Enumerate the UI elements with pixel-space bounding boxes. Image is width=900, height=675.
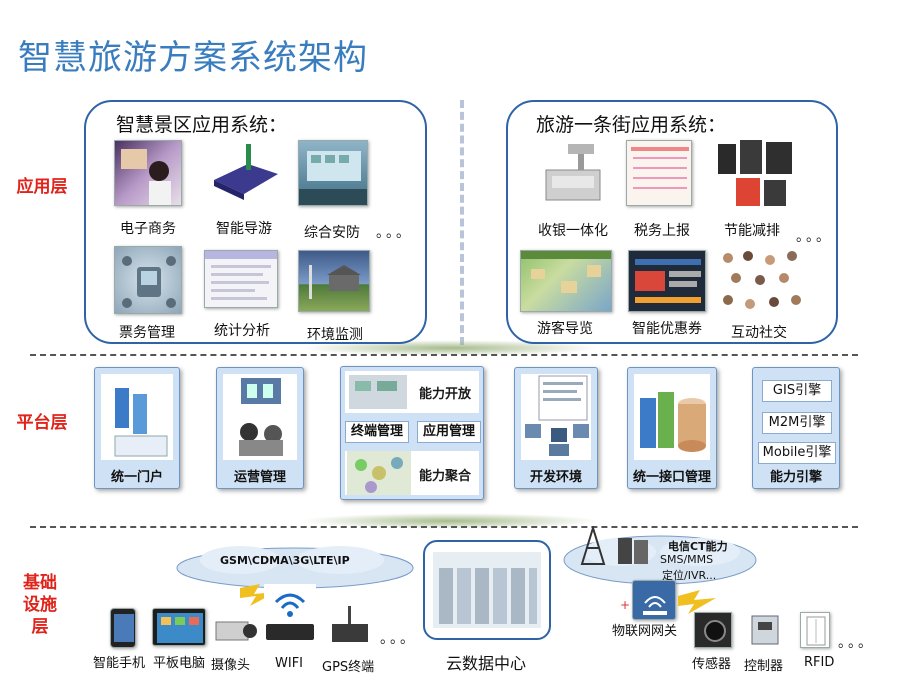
scenic-item-environment: 环境监测	[307, 327, 363, 343]
network-cloud-icon	[176, 546, 414, 589]
statistics-image	[204, 250, 278, 308]
scenic-item-security: 综合安防	[304, 225, 360, 241]
street-item-energy-saving: 节能减排	[724, 223, 780, 239]
datacenter-box	[423, 540, 551, 640]
street-item-social: 互动社交	[731, 325, 787, 341]
layer-separator-top	[30, 354, 858, 356]
network-cloud-label: GSM\CDMA\3G\LTE\IP	[220, 554, 350, 567]
street-item-visitor-guide: 游客导览	[537, 321, 593, 337]
ticketing-image	[114, 246, 182, 314]
street-ellipsis-1: 。。。	[796, 229, 833, 245]
street-panel-title: 旅游一条街应用系统：	[536, 114, 727, 136]
energy-saving-image	[716, 138, 796, 208]
sensor-label-controller: 控制器	[744, 659, 784, 674]
capability-open-label: 能力开放	[418, 387, 471, 402]
street-item-coupon: 智能优惠券	[632, 321, 702, 337]
layer-glow-bottom	[300, 513, 600, 529]
tablet-icon	[152, 608, 206, 646]
layer-glow-top	[300, 340, 600, 356]
device-label-wifi: WIFI	[275, 656, 303, 671]
cell-tower-icon	[580, 526, 606, 565]
layer-label-infra-line2: 设施	[23, 595, 57, 615]
vertical-divider	[460, 100, 464, 345]
datacenter-label: 云数据中心	[446, 654, 527, 673]
camera-icon	[212, 616, 260, 646]
plus-icon: +	[620, 598, 631, 612]
platform-engine-label: 能力引擎	[769, 470, 822, 485]
platform-operations-box: 运营管理	[216, 367, 304, 489]
capability-aggregate-label: 能力聚合	[418, 469, 471, 484]
device-label-smartphone: 智能手机	[93, 656, 146, 671]
street-item-cashier: 收银一体化	[538, 223, 608, 239]
lightning-icon	[240, 584, 276, 606]
page-title: 智慧旅游方案系统架构	[18, 38, 368, 78]
interface-illustration	[634, 374, 710, 460]
device-label-gps: GPS终端	[322, 660, 375, 675]
terminal-mgmt-button: 终端管理	[345, 421, 409, 443]
scenic-item-ecommerce: 电子商务	[120, 221, 176, 237]
telecom-line2: 定位/IVR...	[662, 569, 717, 582]
tax-report-image	[626, 140, 692, 206]
device-label-tablet: 平板电脑	[153, 656, 206, 671]
scenic-item-ticketing: 票务管理	[119, 325, 175, 341]
cashier-image	[538, 140, 608, 206]
dev-illustration	[521, 374, 591, 460]
iot-gateway-icon	[632, 580, 676, 620]
portal-illustration	[101, 374, 173, 460]
sensor-label-rfid: RFID	[804, 655, 835, 670]
lightning-icon-right	[678, 590, 716, 614]
gis-engine-button: GIS引擎	[762, 380, 832, 402]
rfid-icon	[800, 612, 830, 648]
layer-separator-bottom	[30, 526, 858, 528]
smartphone-icon	[110, 608, 136, 648]
app-mgmt-button: 应用管理	[417, 421, 481, 443]
layer-label-infra-line3: 层	[31, 617, 49, 637]
visitor-guide-image	[520, 250, 612, 312]
platform-dev-box: 开发环境	[514, 367, 598, 489]
scenic-item-smart-guide: 智能导游	[216, 221, 272, 237]
platform-engine-box: GIS引擎 M2M引擎 Mobile引擎 能力引擎	[752, 367, 840, 489]
platform-capability-box: 能力开放 终端管理 应用管理 能力聚合	[340, 366, 484, 500]
scenic-item-statistics: 统计分析	[214, 323, 270, 339]
platform-interface-label: 统一接口管理	[632, 470, 711, 485]
layer-label-infra: 基础 设施 层	[10, 572, 70, 638]
platform-portal-label: 统一门户	[110, 470, 163, 485]
environment-image	[298, 250, 370, 312]
ecommerce-image	[114, 140, 182, 206]
scenic-ellipsis-1: 。。。	[376, 225, 413, 241]
gps-terminal-icon	[328, 606, 372, 646]
platform-operations-label: 运营管理	[233, 470, 286, 485]
telecom-server-icon	[618, 538, 648, 564]
capability-aggregate-panel: 能力聚合	[345, 451, 479, 495]
coupon-image	[628, 250, 706, 312]
layer-label-infra-line1: 基础	[23, 573, 57, 593]
platform-interface-box: 统一接口管理	[627, 367, 717, 489]
social-image	[718, 248, 804, 316]
layer-label-application: 应用层	[16, 177, 68, 197]
smart-guide-image	[208, 140, 282, 206]
sensor-icon	[694, 612, 732, 648]
m2m-engine-button: M2M引擎	[762, 412, 832, 434]
street-item-tax-report: 税务上报	[634, 223, 690, 239]
scenic-panel-title: 智慧景区应用系统：	[116, 114, 288, 136]
sensor-ellipsis: 。。。	[838, 635, 875, 651]
device-label-camera: 摄像头	[211, 658, 251, 673]
wifi-router-icon	[264, 584, 316, 644]
telecom-title: 电信CT能力	[668, 540, 728, 553]
layer-label-platform: 平台层	[16, 413, 68, 433]
controller-icon	[746, 612, 784, 648]
security-image	[298, 140, 368, 206]
sensor-label-sensor: 传感器	[692, 657, 732, 672]
telecom-line1: SMS/MMS	[660, 553, 714, 566]
operations-illustration	[223, 374, 297, 460]
platform-dev-label: 开发环境	[529, 470, 582, 485]
capability-open-panel: 能力开放	[345, 371, 479, 413]
platform-portal-box: 统一门户	[94, 367, 180, 489]
iot-gateway-label: 物联网网关	[612, 624, 678, 639]
mobile-engine-button: Mobile引擎	[758, 442, 836, 464]
device-ellipsis: 。。。	[380, 631, 417, 647]
